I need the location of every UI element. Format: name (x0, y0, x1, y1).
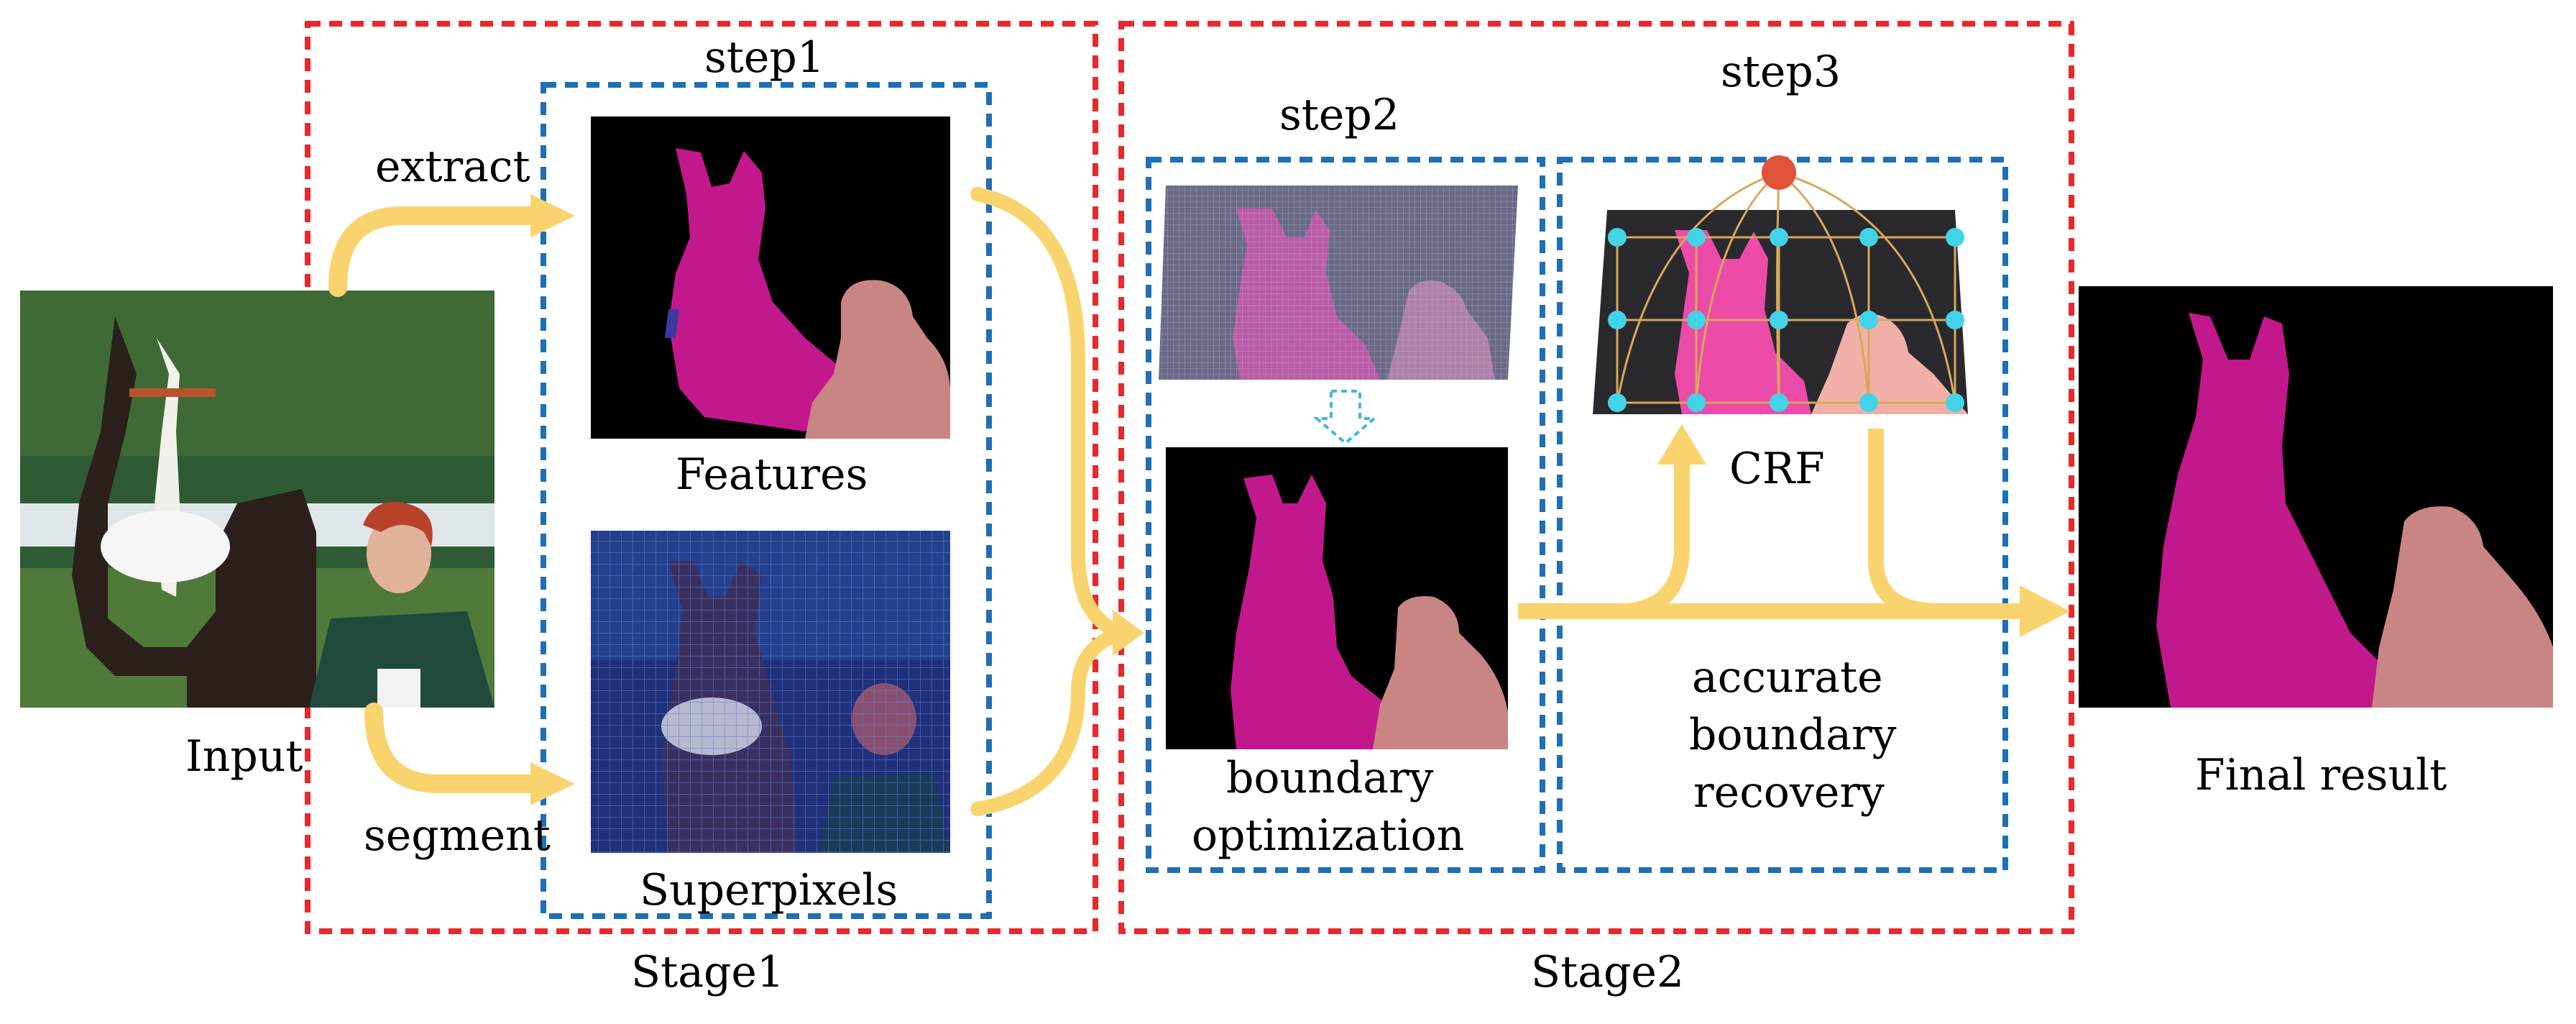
label-step3: step3 (1721, 47, 1841, 97)
final-result-mask (2079, 286, 2553, 708)
segment-arrow (364, 703, 575, 805)
crf-up-arrow (1618, 424, 1706, 619)
label-optimization: optimization (1192, 810, 1464, 861)
crf-top-node (1762, 155, 1796, 190)
merge-brace-arrow (970, 187, 1144, 816)
label-superpixels: Superpixels (640, 865, 898, 915)
label-stage1: Stage1 (631, 947, 784, 997)
features-mask (591, 116, 950, 439)
label-final-result: Final result (2195, 750, 2447, 800)
extract-arrow (328, 194, 575, 297)
crf-down-arrow (1868, 429, 1941, 619)
label-recovery: recovery (1693, 767, 1885, 818)
step2-border (1146, 157, 1545, 873)
input-image (20, 291, 494, 708)
stage2-border (1118, 21, 2074, 934)
label-segment: segment (364, 810, 551, 861)
label-boundary: boundary (1226, 753, 1434, 803)
step2-overlay-image (1159, 186, 1518, 380)
superpixels-image (591, 531, 950, 853)
step1-border (540, 82, 992, 919)
label-crf: CRF (1729, 444, 1825, 494)
label-extract: extract (375, 142, 530, 192)
crf-graph-image (1593, 155, 1968, 414)
crf-nodes (1608, 228, 1964, 412)
main-flow-arrow (1518, 585, 2070, 637)
crf-edges (1616, 171, 1956, 404)
step2-down-arrow (1312, 390, 1379, 445)
label-stage2: Stage2 (1531, 947, 1684, 997)
label-step2: step2 (1279, 90, 1399, 140)
label-step1: step1 (704, 32, 824, 83)
label-input: Input (185, 731, 303, 782)
label-boundary-2: boundary (1689, 710, 1897, 760)
label-accurate: accurate (1692, 652, 1883, 703)
boundary-optimization-mask (1166, 447, 1508, 749)
label-features: Features (676, 449, 868, 500)
